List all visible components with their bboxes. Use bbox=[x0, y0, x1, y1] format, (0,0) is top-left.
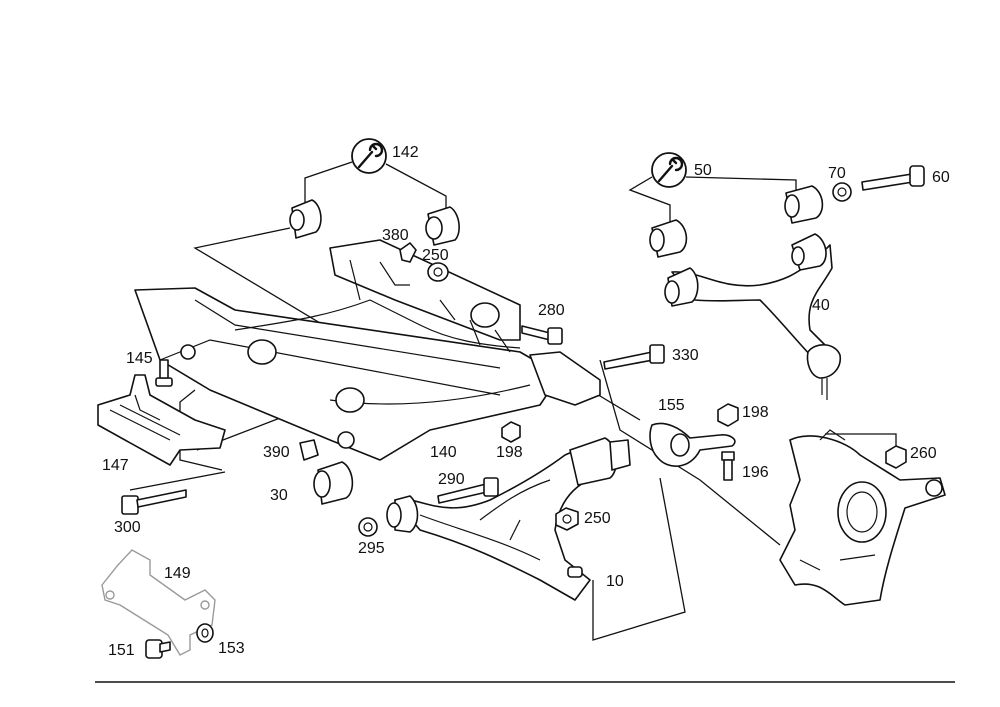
label-295: 295 bbox=[358, 540, 385, 557]
bolt bbox=[155, 359, 173, 387]
label-300: 300 bbox=[114, 519, 141, 536]
clip bbox=[399, 242, 417, 263]
bushing bbox=[649, 219, 688, 258]
label-380: 380 bbox=[382, 227, 409, 244]
bushing bbox=[289, 199, 322, 239]
label-198-upper: 198 bbox=[742, 404, 769, 421]
nut bbox=[555, 507, 579, 531]
label-142: 142 bbox=[392, 144, 419, 161]
label-198-lower: 198 bbox=[496, 444, 523, 461]
subframe bbox=[134, 239, 601, 461]
bolt bbox=[521, 325, 563, 345]
nut bbox=[717, 403, 739, 427]
part-labels: 142 50 70 60 380 250 280 330 40 145 155 … bbox=[102, 144, 950, 659]
nut bbox=[196, 623, 214, 643]
label-147: 147 bbox=[102, 457, 129, 474]
label-70: 70 bbox=[828, 165, 846, 182]
label-390: 390 bbox=[263, 444, 290, 461]
label-30: 30 bbox=[270, 487, 288, 504]
bolt bbox=[121, 489, 187, 515]
label-151: 151 bbox=[108, 642, 135, 659]
nut bbox=[501, 421, 521, 443]
bushing bbox=[425, 206, 460, 246]
nut bbox=[832, 182, 852, 202]
label-330: 330 bbox=[672, 347, 699, 364]
lead-lines bbox=[129, 161, 897, 641]
bolt bbox=[603, 344, 665, 370]
label-60: 60 bbox=[932, 169, 950, 186]
label-155: 155 bbox=[658, 397, 685, 414]
label-196: 196 bbox=[742, 464, 769, 481]
bolt bbox=[145, 639, 171, 659]
label-140: 140 bbox=[430, 444, 457, 461]
bracket bbox=[97, 374, 226, 466]
bushing bbox=[784, 185, 824, 224]
bolt bbox=[861, 165, 925, 191]
label-250-lower: 250 bbox=[584, 510, 611, 527]
clamp-bracket bbox=[649, 422, 736, 467]
nut bbox=[885, 445, 907, 469]
label-10: 10 bbox=[606, 573, 624, 590]
label-50: 50 bbox=[694, 162, 712, 179]
nut bbox=[358, 517, 378, 537]
label-290: 290 bbox=[438, 471, 465, 488]
label-149: 149 bbox=[164, 565, 191, 582]
bolt bbox=[721, 451, 735, 481]
bolt bbox=[437, 477, 499, 504]
lower-control-arm bbox=[386, 437, 631, 601]
wrench-icon bbox=[351, 138, 387, 174]
cap bbox=[299, 439, 319, 461]
wrench-icon bbox=[651, 152, 687, 188]
bushing bbox=[313, 461, 354, 505]
label-260: 260 bbox=[910, 445, 937, 462]
label-280: 280 bbox=[538, 302, 565, 319]
label-145: 145 bbox=[126, 350, 153, 367]
label-250-upper: 250 bbox=[422, 247, 449, 264]
label-153: 153 bbox=[218, 640, 245, 657]
upper-control-arm bbox=[664, 233, 842, 400]
nut bbox=[427, 262, 449, 282]
steering-knuckle bbox=[779, 429, 946, 606]
label-40: 40 bbox=[812, 297, 830, 314]
